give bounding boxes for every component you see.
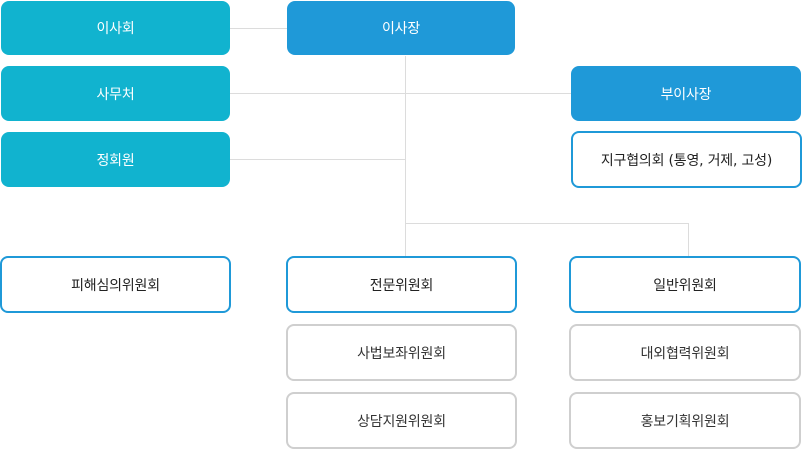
vice-chairman-box: 부이사장 bbox=[571, 66, 801, 121]
chairman-box: 이사장 bbox=[287, 1, 515, 55]
cooperation-committee-box: 대외협력위원회 bbox=[569, 324, 801, 381]
legal-aid-committee-label: 사법보좌위원회 bbox=[357, 345, 446, 362]
pr-committee-label: 홍보기획위원회 bbox=[640, 413, 730, 430]
board-box: 이사회 bbox=[1, 1, 230, 55]
regional-council-label: 지구협의회 (통영, 거제, 고성) bbox=[600, 152, 773, 169]
counseling-committee-box: 상담지원위원회 bbox=[286, 392, 517, 449]
expert-committee-box: 전문위원회 bbox=[286, 256, 517, 313]
regional-council-box: 지구협의회 (통영, 거제, 고성) bbox=[571, 131, 802, 188]
damage-committee-box: 피해심의위원회 bbox=[0, 256, 231, 313]
members-box: 정회원 bbox=[1, 132, 230, 187]
general-committee-label: 일반위원회 bbox=[653, 277, 717, 294]
board-label: 이사회 bbox=[96, 21, 135, 37]
expert-committee-label: 전문위원회 bbox=[369, 277, 434, 294]
chairman-label: 이사장 bbox=[381, 21, 421, 37]
secretariat-label: 사무처 bbox=[96, 86, 135, 103]
legal-aid-committee-box: 사법보좌위원회 bbox=[286, 324, 517, 381]
secretariat-box: 사무처 bbox=[1, 66, 230, 121]
pr-committee-box: 홍보기획위원회 bbox=[569, 392, 801, 449]
vice-chairman-label: 부이사장 bbox=[660, 86, 712, 103]
general-committee-box: 일반위원회 bbox=[569, 256, 801, 313]
damage-committee-label: 피해심의위원회 bbox=[71, 277, 160, 294]
members-label: 정회원 bbox=[96, 152, 135, 169]
counseling-committee-label: 상담지원위원회 bbox=[357, 413, 446, 430]
cooperation-committee-label: 대외협력위원회 bbox=[640, 345, 730, 362]
